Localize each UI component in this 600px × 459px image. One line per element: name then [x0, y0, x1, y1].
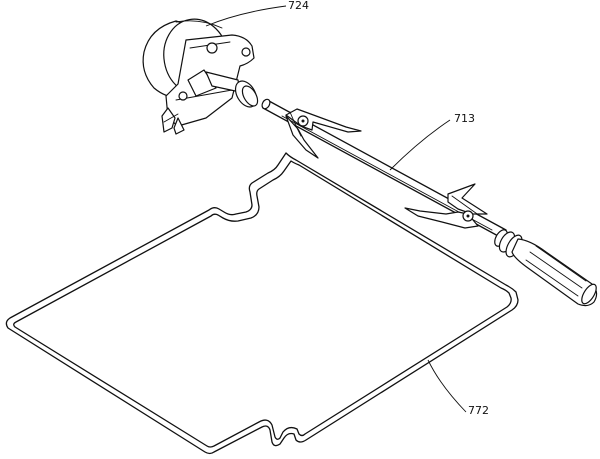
callout-724: 724 [205, 0, 309, 27]
label-772: 772 [468, 404, 489, 417]
rack-frame [5, 152, 519, 455]
spit-handle [494, 229, 598, 307]
callout-772: 772 [427, 359, 489, 417]
fork-upper [285, 108, 362, 159]
motor [142, 18, 259, 135]
callout-713: 713 [389, 112, 475, 171]
fork-lower [404, 183, 488, 229]
label-713: 713 [454, 112, 475, 125]
label-724: 724 [288, 0, 309, 12]
